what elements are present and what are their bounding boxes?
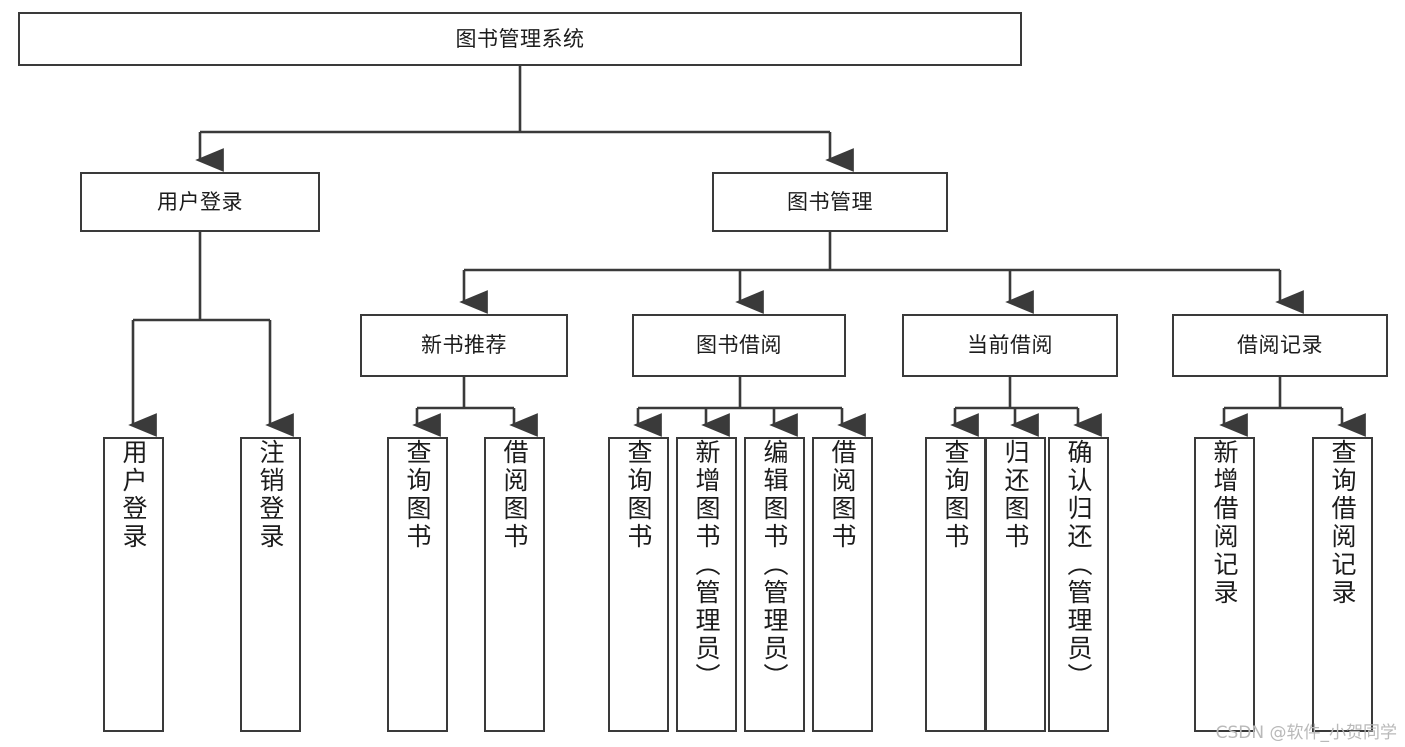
node-label: 注销登录	[256, 439, 285, 551]
node-root-system[interactable]: 图书管理系统	[18, 12, 1022, 66]
leaf-query-book-current[interactable]: 查询图书	[925, 437, 986, 732]
leaf-edit-book-admin[interactable]: 编辑图书（管理员）	[744, 437, 805, 732]
node-label: 查询图书	[941, 439, 970, 551]
node-label: 用户登录	[119, 439, 148, 551]
node-label: 查询图书	[403, 439, 432, 551]
node-label: 用户登录	[157, 189, 243, 214]
node-label: 查询图书	[624, 439, 653, 551]
node-label: 图书管理	[787, 189, 873, 214]
node-book-management[interactable]: 图书管理	[712, 172, 948, 232]
node-label: 编辑图书（管理员）	[760, 439, 789, 691]
leaf-confirm-return-admin[interactable]: 确认归还（管理员）	[1048, 437, 1109, 732]
leaf-return-book[interactable]: 归还图书	[985, 437, 1046, 732]
node-borrow-record[interactable]: 借阅记录	[1172, 314, 1388, 377]
node-label: 新增借阅记录	[1210, 439, 1239, 607]
node-label: 图书借阅	[696, 333, 782, 358]
node-user-login[interactable]: 用户登录	[80, 172, 320, 232]
leaf-borrow-book[interactable]: 借阅图书	[812, 437, 873, 732]
node-new-book-recommend[interactable]: 新书推荐	[360, 314, 568, 377]
node-book-borrow[interactable]: 图书借阅	[632, 314, 846, 377]
node-label: 借阅图书	[828, 439, 857, 551]
node-label: 新增图书（管理员）	[692, 439, 721, 691]
leaf-query-book-recommend[interactable]: 查询图书	[387, 437, 448, 732]
node-label: 新书推荐	[421, 333, 507, 358]
node-current-borrow[interactable]: 当前借阅	[902, 314, 1118, 377]
node-label: 借阅图书	[500, 439, 529, 551]
leaf-borrow-book-recommend[interactable]: 借阅图书	[484, 437, 545, 732]
node-label: 查询借阅记录	[1328, 439, 1357, 607]
leaf-add-borrow-record[interactable]: 新增借阅记录	[1194, 437, 1255, 732]
node-label: 确认归还（管理员）	[1064, 439, 1093, 691]
leaf-add-book-admin[interactable]: 新增图书（管理员）	[676, 437, 737, 732]
node-label: 当前借阅	[967, 333, 1053, 358]
leaf-query-borrow-record[interactable]: 查询借阅记录	[1312, 437, 1373, 732]
leaf-query-book-borrow[interactable]: 查询图书	[608, 437, 669, 732]
leaf-user-login[interactable]: 用户登录	[103, 437, 164, 732]
node-label: 归还图书	[1001, 439, 1030, 551]
leaf-user-logout[interactable]: 注销登录	[240, 437, 301, 732]
node-label: 借阅记录	[1237, 333, 1323, 358]
node-label: 图书管理系统	[455, 26, 585, 51]
